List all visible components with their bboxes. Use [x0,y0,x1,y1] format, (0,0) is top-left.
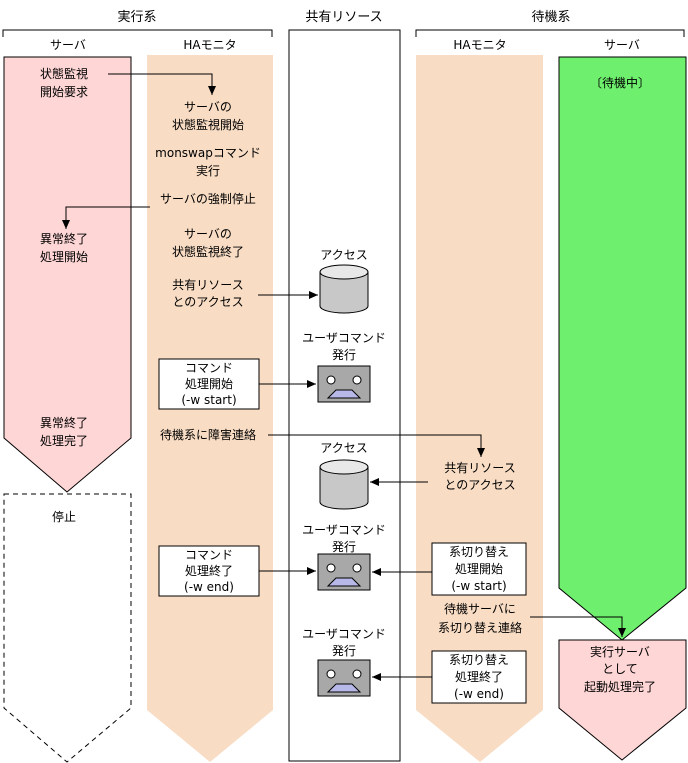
user-cmd-3-line2: 発行 [332,644,356,658]
switch-start-line2: 処理開始 [455,562,503,576]
terminal-icon [317,659,371,697]
switch-notice-line1: 待機サーバに [444,601,516,616]
switch-start-line3: (-w start) [451,579,506,593]
startup-complete-line1: 実行サーバ [590,644,650,659]
startup-complete-line3: 起動処理完了 [584,679,656,694]
failure-notice-label: 待機系に障害連絡 [160,427,256,442]
header-standby-system: 待機系 [531,10,570,25]
force-stop-label: サーバの強制停止 [160,191,256,206]
header-shared-resource: 共有リソース [305,10,382,25]
cmd-start-line3: (-w start) [181,393,236,407]
ha-monitor-end-line2: 状態監視終了 [172,244,244,259]
ha-monitor-end-line1: サーバの [184,227,232,241]
stopped-label: 停止 [52,509,76,524]
cmd-end-line1: コマンド [185,548,233,562]
switch-end-line3: (-w end) [454,687,504,701]
switch-start-line1: 系切り替え [449,545,509,559]
disk-icon [319,264,369,314]
abnormal-end-complete-line1: 異常終了 [40,415,88,430]
monitor-request-line1: 状態監視 [40,66,88,81]
ha-monitor-start-line2: 状態監視開始 [172,117,244,132]
switch-end-box [431,650,527,704]
disk-icon [319,459,369,510]
cmd-start-box [158,358,260,410]
cmd-start-line1: コマンド [185,361,233,375]
standby-server-lane [558,56,687,641]
startup-complete-line2: として [602,662,638,676]
new-active-server-lane [558,639,687,761]
cmd-end-line2: 処理終了 [185,563,233,578]
user-cmd-3-line1: ユーザコマンド [302,627,386,641]
monitor-request-line2: 開始要求 [40,85,88,99]
ha-shared-access-line1: 共有リソース [172,278,243,292]
monswap-line1: monswapコマンド [155,146,261,160]
user-cmd-2-line1: ユーザコマンド [302,523,386,537]
terminal-icon [317,553,371,591]
arrow-monitor-request [108,73,216,95]
cmd-start-line2: 処理開始 [185,377,233,391]
col-standby-server: サーバ [604,38,640,52]
access-label-1: アクセス [320,248,367,262]
header-active-system: 実行系 [117,9,156,25]
active-system-bracket [2,29,273,37]
stopped-server-lane [3,493,132,763]
access-label-2: アクセス [320,441,367,455]
user-cmd-1-line1: ユーザコマンド [302,331,386,345]
switch-end-line1: 系切り替え [449,653,509,667]
arrow-force-stop [62,206,150,229]
cmd-end-line3: (-w end) [184,580,234,594]
cmd-end-box [158,545,260,597]
col-standby-ha-monitor: HAモニタ [453,38,506,52]
col-active-ha-monitor: HAモニタ [183,38,236,52]
standby-shared-access-line2: とのアクセス [444,478,515,492]
monswap-line2: 実行 [196,163,220,178]
terminal-icon [317,365,371,403]
user-cmd-1-line2: 発行 [332,348,356,362]
arrow-failure-notice [268,434,485,457]
switch-notice-line2: 系切り替え連絡 [438,620,522,635]
switch-end-line2: 処理終了 [455,669,503,684]
abnormal-end-start-line1: 異常終了 [40,231,88,246]
col-active-server: サーバ [50,38,86,52]
standby-system-bracket [415,29,685,37]
abnormal-end-complete-line2: 処理完了 [40,433,88,448]
arrow-switch-notice [530,616,626,637]
ha-monitor-start-line1: サーバの [184,100,232,114]
standby-waiting-label: 〔待機中〕 [590,75,650,90]
user-cmd-2-line2: 発行 [332,540,356,554]
ha-shared-access-line2: とのアクセス [172,295,243,309]
abnormal-end-start-line2: 処理開始 [40,250,88,264]
switch-start-box [431,542,527,596]
active-server-lane [3,56,132,493]
standby-shared-access-line1: 共有リソース [444,461,515,475]
